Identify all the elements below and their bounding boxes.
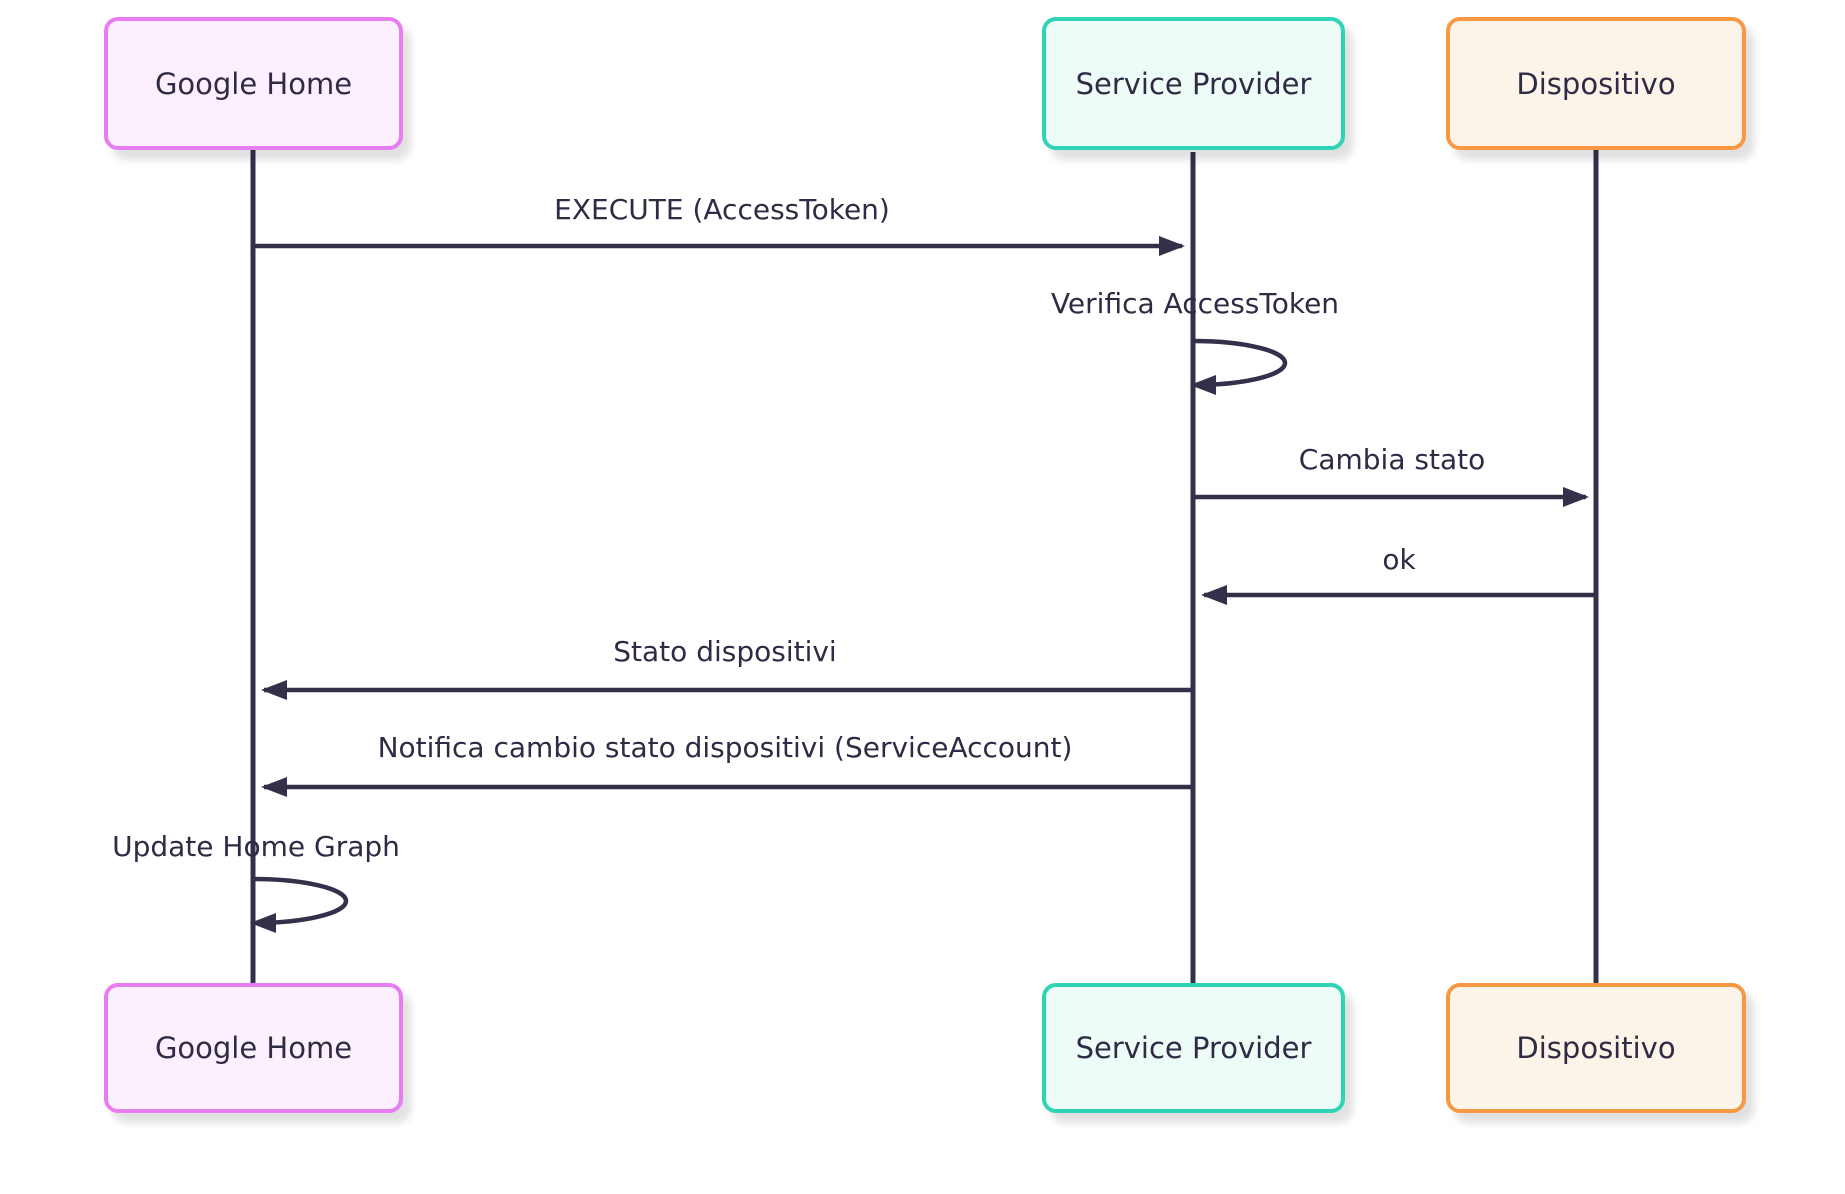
message-label-verifica-accesstoken: Verifica AccessToken [1050,287,1340,320]
actor-dispositivo-top: Dispositivo [1446,17,1746,150]
actor-label: Google Home [154,66,353,101]
message-label-update-home-graph: Update Home Graph [112,830,400,863]
message-label-execute-accesstoken: EXECUTE (AccessToken) [554,193,890,226]
actor-label: Dispositivo [1516,1031,1676,1065]
actor-google-home-bottom: Google Home [104,983,403,1113]
actor-label: Dispositivo [1516,66,1676,101]
actor-label: Service Provider [1075,66,1312,101]
actor-service-provider-bottom: Service Provider [1042,983,1345,1113]
message-label-ok: ok [1382,543,1416,576]
actor-google-home-top: Google Home [104,17,403,150]
message-label-cambia-stato: Cambia stato [1298,443,1486,476]
message-label-notifica-cambio-stato: Notifica cambio stato dispositivi (Servi… [377,731,1073,764]
self-loop-update-home-graph [250,876,349,933]
actor-service-provider-top: Service Provider [1042,17,1345,150]
message-label-stato-dispositivi: Stato dispositivi [613,635,837,668]
actor-dispositivo-bottom: Dispositivo [1446,983,1746,1113]
actor-label: Google Home [154,1031,353,1065]
actor-label: Service Provider [1075,1031,1312,1065]
self-loop-verifica-accesstoken [1190,338,1288,395]
